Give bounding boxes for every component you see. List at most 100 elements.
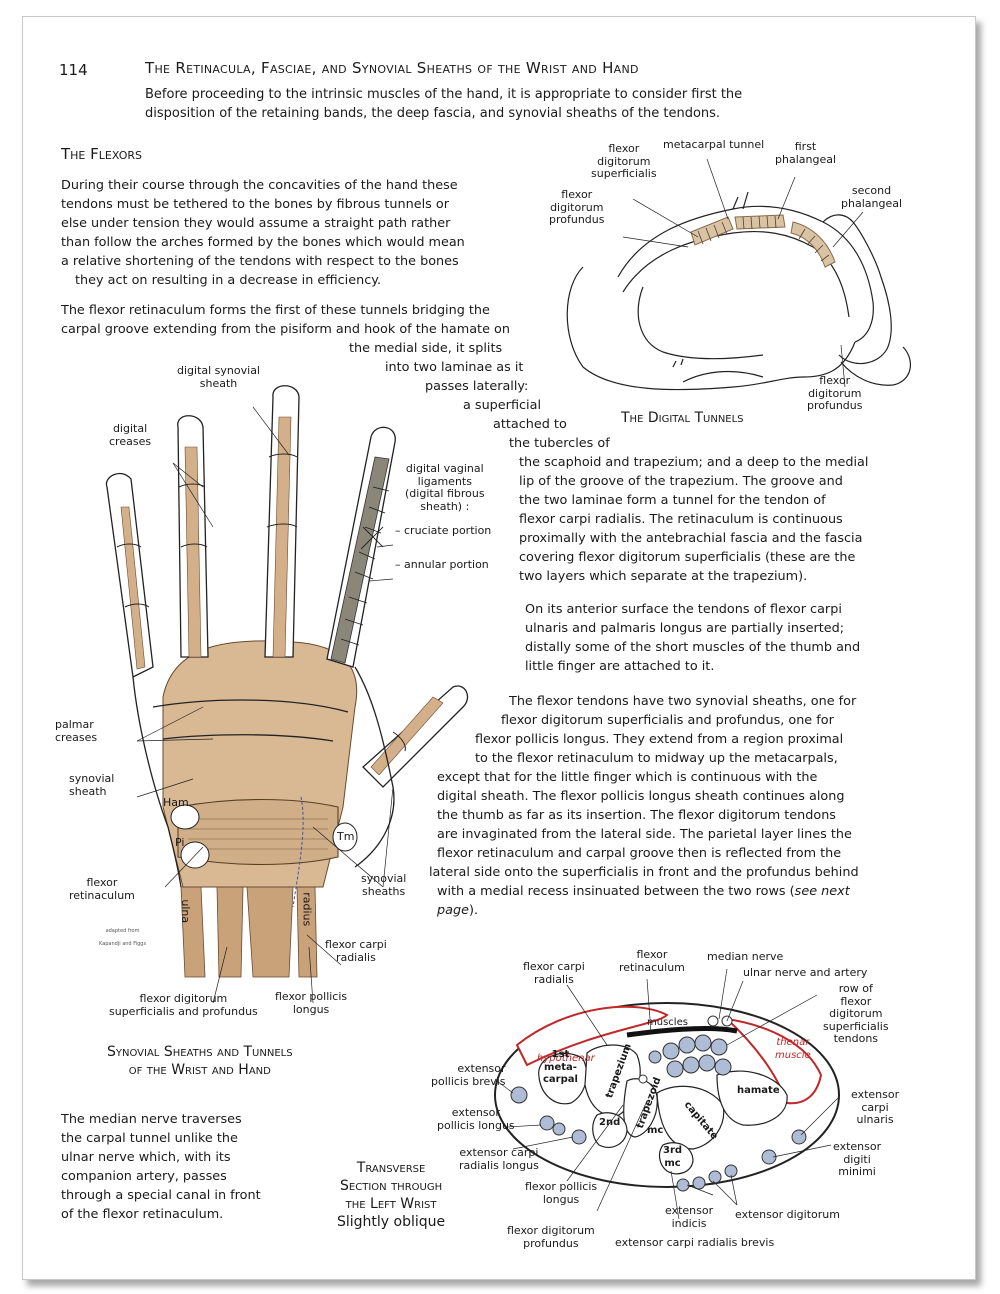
para2-line: a superficial bbox=[463, 398, 541, 413]
median-note-line: of the flexor retinaculum. bbox=[61, 1207, 224, 1222]
caption-transverse-section: Transverse Section through the Left Wris… bbox=[337, 1160, 446, 1230]
median-note-line: companion artery, passes bbox=[61, 1169, 227, 1184]
para4-line: flexor retinaculum and carpal groove the… bbox=[437, 846, 842, 861]
para4-line: The flexor tendons have two synovial she… bbox=[509, 694, 857, 709]
label-cruciate-portion: – cruciate portion bbox=[395, 524, 492, 537]
para2-line: attached to bbox=[493, 417, 567, 432]
label-ecrb: extensor carpi radialis brevis bbox=[615, 1236, 775, 1249]
page-title: The Retinacula, Fasciae, and Synovial Sh… bbox=[145, 59, 639, 77]
label-hamate-bone: hamate bbox=[737, 1085, 780, 1096]
caption-digital-tunnels: The Digital Tunnels bbox=[621, 410, 744, 426]
para4-line: page). bbox=[437, 903, 479, 918]
para1-line: else under tension they would assume a s… bbox=[61, 216, 451, 231]
para2-line: the tubercles of bbox=[509, 436, 610, 451]
para4-line: lateral side onto the superficialis in f… bbox=[429, 865, 859, 880]
page-number: 114 bbox=[59, 61, 88, 79]
median-note-line: ulnar nerve which, with its bbox=[61, 1150, 231, 1165]
para3-line: distally some of the short muscles of th… bbox=[525, 640, 861, 655]
para2-line: passes laterally: bbox=[425, 379, 529, 394]
para2-line: two layers which separate at the trapezi… bbox=[519, 569, 808, 584]
label-median-nerve: median nerve bbox=[707, 950, 784, 963]
para2-line: the medial side, it splits bbox=[349, 341, 503, 356]
label-trapezium: Tm bbox=[337, 830, 355, 843]
para4-line: with a medial recess insinuated between … bbox=[437, 884, 850, 899]
section-heading-flexors: The Flexors bbox=[61, 145, 142, 163]
label-muscles: muscles bbox=[647, 1017, 688, 1028]
para3-line: little finger are attached to it. bbox=[525, 659, 715, 674]
para4-line: to the flexor retinaculum to midway up t… bbox=[475, 751, 838, 766]
label-annular-portion: – annular portion bbox=[395, 558, 489, 571]
transverse-section-figure bbox=[494, 968, 840, 1220]
median-note-line: The median nerve traverses bbox=[61, 1112, 242, 1127]
label-ext-digitorum: extensor digitorum bbox=[735, 1208, 840, 1221]
para2-line: proximally with the antebrachial fascia … bbox=[519, 531, 863, 546]
para2-line: carpal groove extending from the pisifor… bbox=[61, 322, 510, 337]
label-radius: radius bbox=[300, 892, 314, 927]
para2-line: The flexor retinaculum forms the first o… bbox=[61, 303, 490, 318]
label-metacarpal-tunnel: metacarpal tunnel bbox=[663, 138, 765, 151]
digital-tunnels-figure bbox=[566, 158, 911, 391]
para1-line: a relative shortening of the tendons wit… bbox=[61, 254, 459, 269]
label-ulna: ulna bbox=[179, 899, 193, 924]
para4-line: the thumb as far as its insertion. The f… bbox=[437, 808, 836, 823]
median-note-line: through a special canal in front bbox=[61, 1188, 261, 1203]
para1-line: tendons must be tethered to the bones by… bbox=[61, 197, 449, 212]
para4-line: except that for the little finger which … bbox=[437, 770, 818, 785]
label-second-mc: 2nd bbox=[599, 1117, 621, 1128]
para2-line: covering flexor digitorum superficialis … bbox=[519, 550, 856, 565]
label-hamate: Ham bbox=[163, 796, 189, 809]
para4-line: flexor digitorum superficialis and profu… bbox=[501, 713, 834, 728]
para2-line: into two laminae as it bbox=[385, 360, 524, 375]
para3-line: On its anterior surface the tendons of f… bbox=[525, 602, 842, 617]
label-hypothenar: hypothenar bbox=[537, 1053, 595, 1064]
para1-line: they act on resulting in a decrease in e… bbox=[75, 273, 382, 288]
para1-line: than follow the arches formed by the bon… bbox=[61, 235, 465, 250]
label-pisiform: Pi bbox=[175, 836, 185, 849]
intro-line-1: Before proceeding to the intrinsic muscl… bbox=[145, 87, 743, 102]
median-note-line: the carpal tunnel unlike the bbox=[61, 1131, 238, 1146]
label-mc: mc bbox=[647, 1125, 664, 1136]
para3-line: ulnaris and palmaris longus are partiall… bbox=[525, 621, 845, 636]
hand-synovial-figure bbox=[105, 385, 469, 1004]
para4-line: digital sheath. The flexor pollicis long… bbox=[437, 789, 845, 804]
book-page: 114 The Retinacula, Fasciae, and Synovia… bbox=[22, 16, 976, 1280]
para2-line: the two laminae form a tunnel for the te… bbox=[519, 493, 826, 508]
para1-line: During their course through the concavit… bbox=[61, 178, 458, 193]
intro-line-2: disposition of the retaining bands, the … bbox=[145, 106, 721, 121]
para2-line: flexor carpi radialis. The retinaculum i… bbox=[519, 512, 843, 527]
para2-line: the scaphoid and trapezium; and a deep t… bbox=[519, 455, 869, 470]
para4-line: are invaginated from the lateral side. T… bbox=[437, 827, 852, 842]
para2-line: lip of the groove of the trapezium. The … bbox=[519, 474, 843, 489]
para4-line: flexor pollicis longus. They extend from… bbox=[475, 732, 844, 747]
